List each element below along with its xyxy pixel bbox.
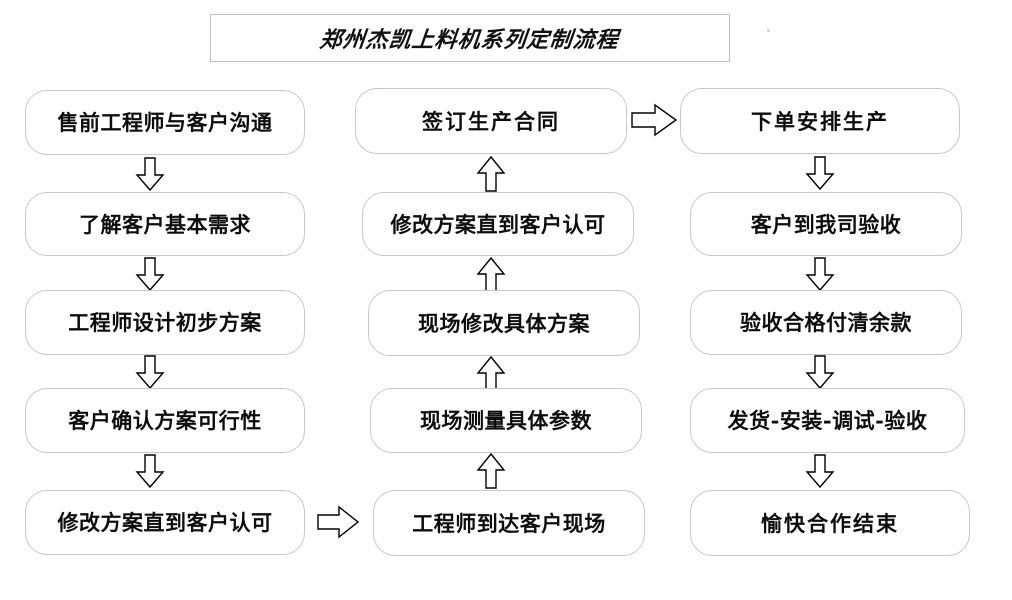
chart-title-text: 郑州杰凯上料机系列定制流程	[318, 27, 621, 53]
node-label: 验收合格付清余款	[740, 310, 912, 335]
arrow-down-icon	[135, 157, 165, 192]
node-ship-install-debug-accept[interactable]: 发货-安装-调试-验收	[690, 388, 965, 453]
node-engineer-arrive-onsite[interactable]: 工程师到达客户现场	[373, 490, 645, 556]
arrow-down-icon	[135, 454, 165, 489]
arrow-up-icon	[476, 256, 506, 293]
node-place-order-arrange-production[interactable]: 下单安排生产	[680, 88, 960, 154]
arrow-down-icon	[805, 156, 835, 191]
node-label: 客户确认方案可行性	[68, 408, 262, 433]
arrow-down-icon	[135, 355, 165, 390]
node-label: 修改方案直到客户认可	[57, 510, 273, 535]
chart-title-box: 郑州杰凯上料机系列定制流程	[210, 14, 730, 62]
node-revise-until-approved-c1[interactable]: 修改方案直到客户认可	[25, 490, 305, 555]
node-label: 售前工程师与客户沟通	[57, 110, 273, 135]
arrow-up-icon	[476, 355, 506, 392]
node-engineer-initial-design[interactable]: 工程师设计初步方案	[25, 290, 305, 355]
arrow-right-icon	[631, 103, 678, 137]
node-label: 下单安排生产	[751, 108, 889, 134]
node-label: 客户到我司验收	[750, 211, 902, 237]
node-onsite-revise-plan[interactable]: 现场修改具体方案	[368, 290, 640, 356]
node-pleasant-cooperation-end[interactable]: 愉快合作结束	[690, 490, 970, 556]
node-label: 工程师设计初步方案	[68, 310, 262, 335]
node-onsite-measure-parameters[interactable]: 现场测量具体参数	[370, 388, 642, 453]
node-label: 愉快合作结束	[761, 510, 899, 536]
node-label: 工程师到达客户现场	[412, 510, 606, 536]
node-understand-requirements[interactable]: 了解客户基本需求	[25, 192, 305, 256]
node-label: 了解客户基本需求	[79, 211, 251, 237]
node-pay-balance-after-acceptance[interactable]: 验收合格付清余款	[690, 290, 962, 355]
arrow-down-icon	[805, 257, 835, 292]
arrow-down-icon	[135, 257, 165, 292]
arrow-down-icon	[805, 454, 835, 489]
node-label: 修改方案直到客户认可	[390, 211, 606, 237]
node-label: 现场测量具体参数	[420, 408, 592, 433]
node-customer-acceptance-at-factory[interactable]: 客户到我司验收	[690, 192, 962, 256]
node-customer-confirm-feasibility[interactable]: 客户确认方案可行性	[25, 388, 305, 453]
node-label: 现场修改具体方案	[418, 310, 590, 336]
arrow-up-icon	[476, 155, 506, 192]
node-label: 发货-安装-调试-验收	[727, 408, 928, 433]
arrow-right-icon	[317, 505, 360, 539]
node-presales-communication[interactable]: 售前工程师与客户沟通	[25, 90, 305, 155]
node-sign-production-contract[interactable]: 签订生产合同	[355, 88, 627, 154]
arrow-down-icon	[805, 355, 835, 390]
decorative-dot	[767, 29, 770, 32]
node-label: 签订生产合同	[422, 108, 560, 134]
node-revise-until-approved-c2[interactable]: 修改方案直到客户认可	[362, 192, 634, 256]
arrow-up-icon	[476, 452, 506, 489]
